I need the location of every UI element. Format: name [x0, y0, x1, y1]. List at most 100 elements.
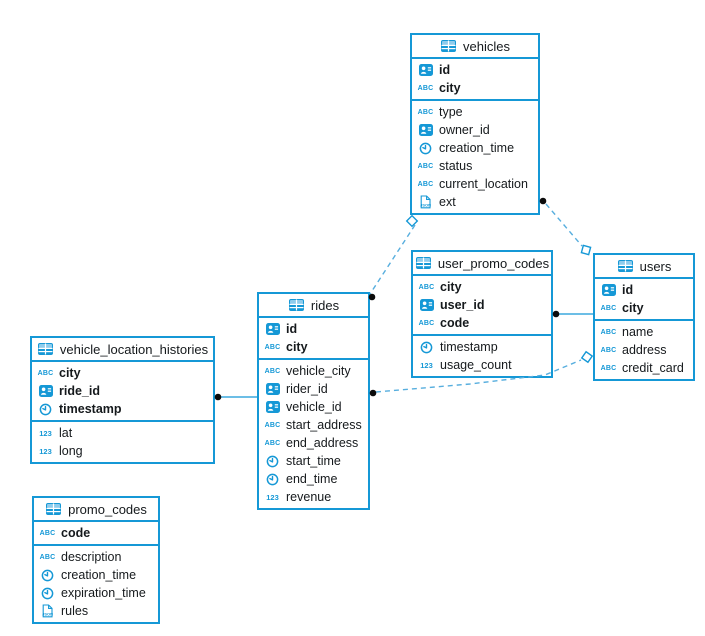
- abc-icon: ABC: [417, 162, 434, 170]
- field-name: code: [440, 316, 470, 330]
- field-row-city: ABC city: [32, 364, 213, 382]
- relation-vehicles-users: [539, 197, 592, 256]
- field-name: start_address: [286, 418, 362, 432]
- field-name: ride_id: [59, 384, 100, 398]
- field-row-id: id: [259, 320, 368, 338]
- field-row-rider_id: rider_id: [259, 380, 368, 398]
- abc-icon: ABC: [600, 304, 617, 312]
- abc-icon: ABC: [39, 529, 56, 537]
- field-name: city: [286, 340, 308, 354]
- field-name: code: [61, 526, 91, 540]
- field-row-ext: JSON ext: [412, 193, 538, 211]
- abc-icon: ABC: [600, 328, 617, 336]
- table-title: rides: [310, 297, 340, 313]
- table-header-user_promo_codes[interactable]: user_promo_codes: [413, 252, 551, 276]
- field-row-user_id: user_id: [413, 296, 551, 314]
- field-row-type: ABC type: [412, 103, 538, 121]
- abc-icon: ABC: [418, 283, 435, 291]
- abc-icon: ABC: [600, 364, 617, 372]
- table-icon: [440, 40, 457, 52]
- clock-icon: [264, 455, 281, 468]
- field-row-timestamp: timestamp: [413, 338, 551, 356]
- field-name: end_time: [286, 472, 338, 486]
- field-name: status: [439, 159, 473, 173]
- table-header-rides[interactable]: rides: [259, 294, 368, 318]
- field-name: creation_time: [439, 141, 515, 155]
- field-row-creation_time: creation_time: [412, 139, 538, 157]
- abc-icon: ABC: [37, 369, 54, 377]
- field-name: rules: [61, 604, 89, 618]
- field-name: credit_card: [622, 361, 684, 375]
- field-name: type: [439, 105, 463, 119]
- field-name: ext: [439, 195, 456, 209]
- relation-endpoint-diamond: [580, 244, 592, 256]
- field-row-expiration_time: expiration_time: [34, 584, 158, 602]
- clock-icon: [417, 142, 434, 155]
- id-card-icon: [417, 64, 434, 76]
- field-name: rider_id: [286, 382, 328, 396]
- field-row-end_time: end_time: [259, 470, 368, 488]
- field-row-usage_count: 123 usage_count: [413, 356, 551, 374]
- id-card-icon: [264, 323, 281, 335]
- fields-section: timestamp 123 usage_count: [413, 336, 551, 376]
- table-icon: [415, 257, 432, 269]
- abc-icon: ABC: [600, 346, 617, 354]
- field-name: city: [439, 81, 461, 95]
- field-row-id: id: [595, 281, 693, 299]
- table-header-vehicle_location_histories[interactable]: vehicle_location_histories: [32, 338, 213, 362]
- relation-vehicles-rides: [368, 214, 419, 301]
- table-icon: [617, 260, 634, 272]
- field-name: usage_count: [440, 358, 512, 372]
- 123-icon: 123: [420, 360, 433, 370]
- primary-key-section: ABC city ride_id timestamp: [32, 362, 213, 422]
- field-name: start_time: [286, 454, 341, 468]
- id-card-icon: [600, 284, 617, 296]
- field-row-code: ABC code: [34, 524, 158, 542]
- relation-endpoint-diamond: [405, 214, 419, 228]
- field-name: end_address: [286, 436, 359, 450]
- field-name: city: [59, 366, 81, 380]
- table-title: users: [639, 258, 672, 274]
- id-card-icon: [264, 383, 281, 395]
- field-row-ride_id: ride_id: [32, 382, 213, 400]
- field-row-city: ABC city: [412, 79, 538, 97]
- table-header-users[interactable]: users: [595, 255, 693, 279]
- id-card-icon: [37, 385, 54, 397]
- table-icon: [288, 299, 305, 311]
- abc-icon: ABC: [39, 553, 56, 561]
- table-header-promo_codes[interactable]: promo_codes: [34, 498, 158, 522]
- field-row-start_time: start_time: [259, 452, 368, 470]
- field-name: timestamp: [59, 402, 122, 416]
- json-doc-icon: JSON: [417, 195, 434, 209]
- field-row-credit_card: ABC credit_card: [595, 359, 693, 377]
- field-name: revenue: [286, 490, 332, 504]
- table-icon: [37, 343, 54, 355]
- abc-icon: ABC: [417, 84, 434, 92]
- field-row-status: ABC status: [412, 157, 538, 175]
- abc-icon: ABC: [417, 108, 434, 116]
- relation-line: [545, 203, 583, 247]
- relation-endpoint-diamond: [580, 350, 594, 364]
- relation-line: [369, 224, 416, 295]
- table-header-vehicles[interactable]: vehicles: [412, 35, 538, 59]
- table-title: vehicle_location_histories: [59, 341, 209, 357]
